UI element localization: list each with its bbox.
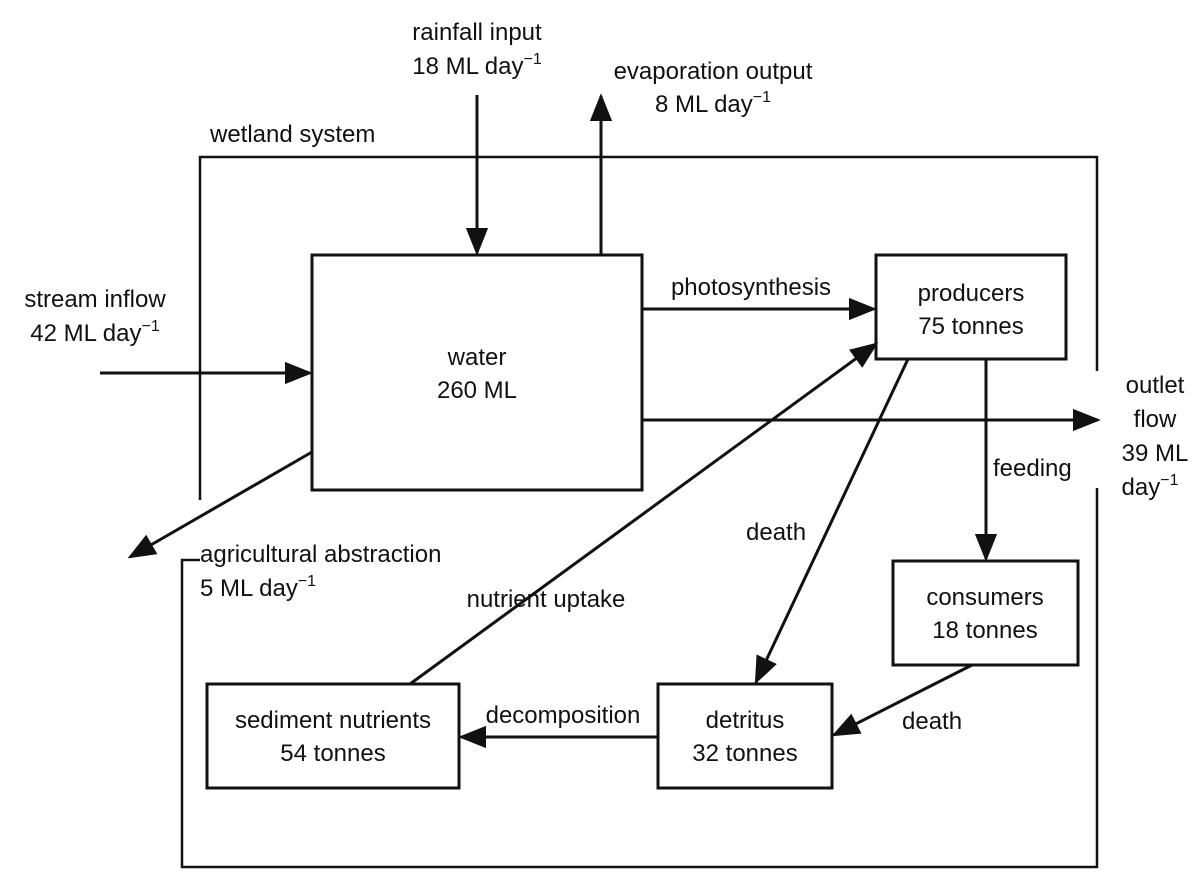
stream-inflow-value-text: 42 ML day [30,320,141,347]
wetland-system-boundary-lower [180,488,1099,869]
agricultural-abstraction-arrow [127,450,313,559]
evaporation-value-text: 8 ML day [655,91,753,118]
producers-death-arrow [754,358,910,685]
wetland-system-boundary [198,155,1099,500]
rainfall-value: 18 ML day−1 [412,51,542,80]
producers-value: 75 tonnes [918,313,1023,340]
consumers-death-label: death [902,708,962,735]
outlet-line4-text: day [1122,474,1161,501]
consumers-value: 18 tonnes [932,617,1037,644]
water-value: 260 ML [437,377,517,404]
decomposition-label: decomposition [486,702,641,729]
agricultural-value-sup: −1 [298,573,316,590]
consumers-node: consumers 18 tonnes [891,559,1080,667]
rainfall-value-text: 18 ML day [412,53,523,80]
nutrient-uptake-arrow [409,342,879,686]
consumers-name: consumers [926,584,1043,611]
water-node: water 260 ML [310,253,644,492]
detritus-name: detritus [706,707,785,734]
evaporation-value-sup: −1 [753,89,771,106]
stream-inflow-value-sup: −1 [141,318,159,335]
detritus-node: detritus 32 tonnes [656,682,834,790]
evaporation-value: 8 ML day−1 [655,89,771,118]
producers-name: producers [918,280,1025,307]
outlet-line3: 39 ML [1122,440,1189,467]
outlet-flow-label: outlet flow 39 ML day−1 [1122,372,1189,501]
detritus-value: 32 tonnes [692,740,797,767]
stream-inflow-label-text: stream inflow [24,286,166,313]
producers-death-label: death [746,519,806,546]
stream-inflow-label: stream inflow 42 ML day−1 [24,286,166,347]
evaporation-label-text: evaporation output [614,58,813,85]
sediment-nutrients-node: sediment nutrients 54 tonnes [205,682,461,790]
water-name: water [447,344,507,371]
rainfall-label: rainfall input 18 ML day−1 [412,19,542,80]
system-label: wetland system [209,121,375,148]
sediment-name: sediment nutrients [235,707,431,734]
agricultural-abstraction-label: agricultural abstraction 5 ML day−1 [200,541,441,602]
outlet-line4: day−1 [1122,472,1179,501]
agricultural-value: 5 ML day−1 [200,573,316,602]
sediment-value: 54 tonnes [280,740,385,767]
outlet-line4-sup: −1 [1160,472,1178,489]
outlet-line2: flow [1134,406,1177,433]
stream-inflow-value: 42 ML day−1 [30,318,160,347]
feeding-label: feeding [993,455,1072,482]
photosynthesis-label: photosynthesis [671,274,831,301]
rainfall-value-sup: −1 [523,51,541,68]
nutrient-uptake-label: nutrient uptake [467,586,626,613]
rainfall-label-text: rainfall input [412,19,542,46]
agricultural-value-text: 5 ML day [200,575,298,602]
consumers-death-arrow [831,663,973,737]
producers-node: producers 75 tonnes [874,253,1068,361]
agricultural-label-text: agricultural abstraction [200,541,441,568]
evaporation-label: evaporation output 8 ML day−1 [614,58,813,118]
outlet-line1: outlet [1126,372,1185,399]
